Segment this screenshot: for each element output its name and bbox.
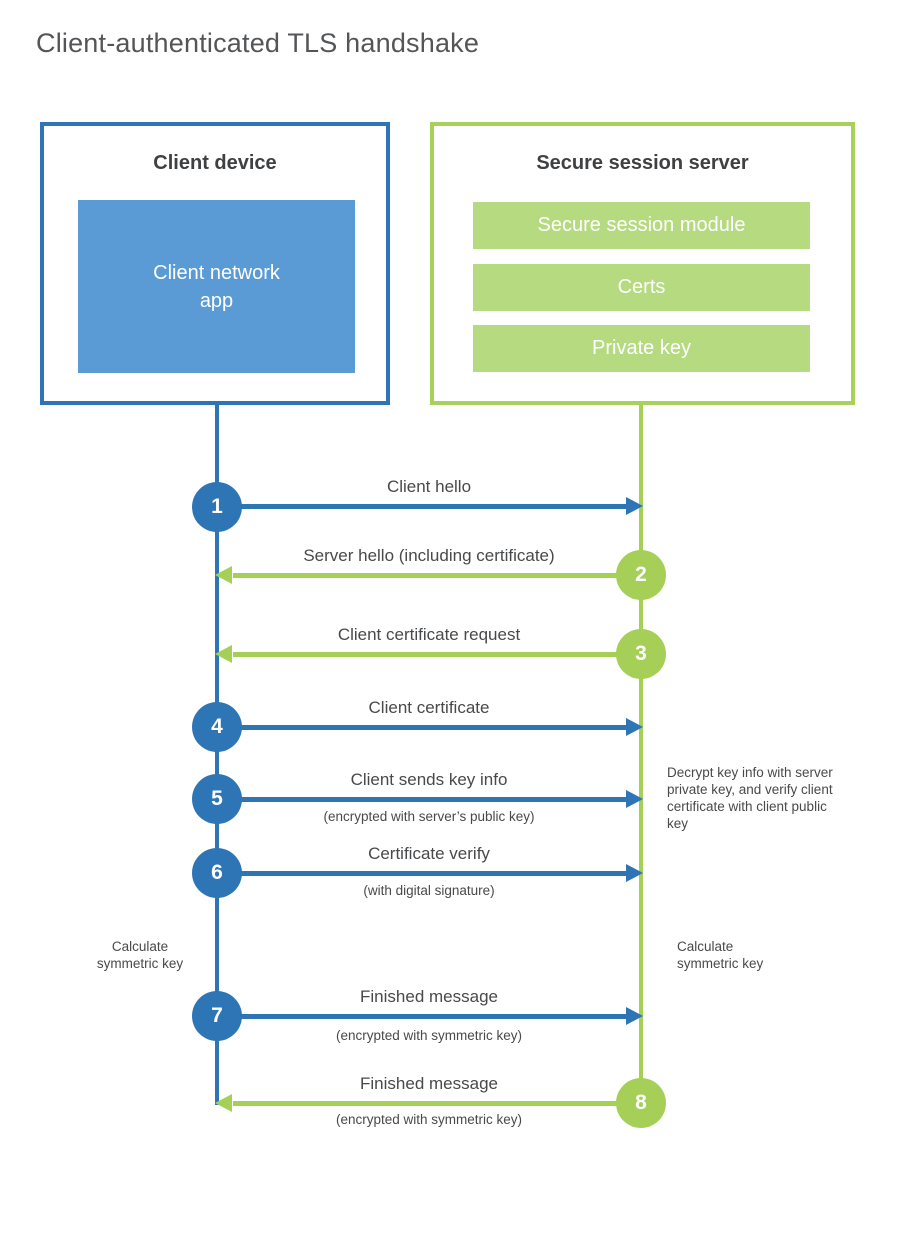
arrow-shaft	[233, 1101, 641, 1106]
step-circle: 8	[616, 1078, 666, 1128]
server-module-bar: Private key	[473, 325, 810, 372]
step-circle: 3	[616, 629, 666, 679]
step-sublabel: (encrypted with symmetric key)	[335, 1028, 523, 1043]
step-label: Finished message	[360, 987, 498, 1006]
page-title: Client-authenticated TLS handshake	[36, 28, 480, 58]
server-module-bar: Secure session module	[473, 202, 810, 249]
step-label: Client hello	[386, 477, 472, 496]
step-circle: 1	[192, 482, 242, 532]
arrow-head-left-icon	[215, 1094, 232, 1112]
step-label: Server hello (including certificate)	[303, 546, 555, 565]
arrow-shaft	[217, 871, 626, 876]
step-label: Client certificate	[368, 698, 490, 717]
step-circle: 4	[192, 702, 242, 752]
arrow-head-right-icon	[626, 497, 643, 515]
step-circle: 7	[192, 991, 242, 1041]
arrow-head-left-icon	[215, 645, 232, 663]
calculate-symmetric-key-note-client: Calculate symmetric key	[96, 939, 184, 971]
arrow-head-right-icon	[626, 790, 643, 808]
step-circle: 2	[616, 550, 666, 600]
arrow-head-right-icon	[626, 864, 643, 882]
secure-session-server-title: Secure session server	[536, 152, 749, 174]
arrow-head-right-icon	[626, 1007, 643, 1025]
step-label: Client sends key info	[350, 770, 508, 789]
step-circle: 6	[192, 848, 242, 898]
step-label: Finished message	[360, 1074, 498, 1093]
arrow-shaft	[217, 504, 626, 509]
arrow-head-right-icon	[626, 718, 643, 736]
arrow-shaft	[217, 797, 626, 802]
step-sublabel: (encrypted with symmetric key)	[335, 1112, 523, 1127]
step-circle: 5	[192, 774, 242, 824]
arrow-shaft	[233, 573, 641, 578]
step-label: Client certificate request	[337, 625, 521, 644]
client-device-title: Client device	[153, 152, 277, 174]
step-sublabel: (encrypted with server’s public key)	[323, 809, 535, 824]
client-network-app-label: Client network app	[153, 261, 280, 312]
calculate-symmetric-key-note-server: Calculate symmetric key	[677, 939, 764, 971]
decrypt-note: Decrypt key info with server private key…	[667, 765, 833, 831]
arrow-shaft	[233, 652, 641, 657]
step-label: Certificate verify	[368, 844, 490, 863]
client-network-app-box: Client network app	[78, 200, 355, 373]
step-sublabel: (with digital signature)	[363, 883, 495, 898]
arrow-shaft	[217, 725, 626, 730]
arrow-head-left-icon	[215, 566, 232, 584]
server-module-bar: Certs	[473, 264, 810, 311]
arrow-shaft	[217, 1014, 626, 1019]
server-lifeline	[639, 405, 643, 1105]
client-lifeline	[215, 405, 219, 1105]
